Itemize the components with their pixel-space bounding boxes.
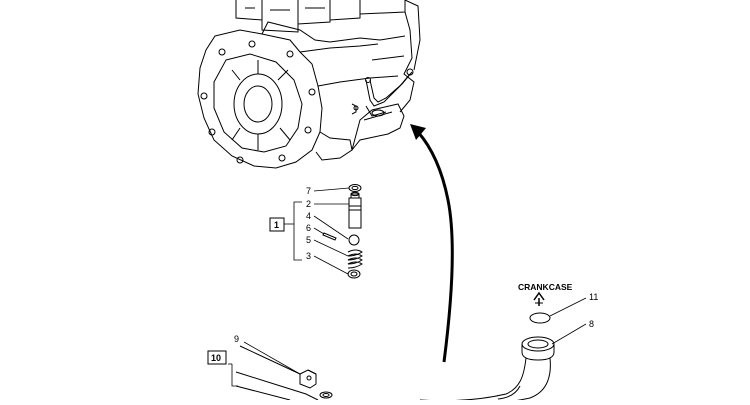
- callout-labels: 7 2 4 6 5 3 1 9 10 11 8 CRANKCASE: [207, 186, 598, 365]
- part-7-washer: [348, 184, 362, 192]
- part-3-plug: [347, 269, 361, 279]
- callout-3: 3: [306, 251, 311, 261]
- leader-lines-valve: [284, 187, 350, 275]
- leader-lines-bracket: [228, 341, 301, 387]
- callout-5: 5: [306, 235, 311, 245]
- callout-box-10: [207, 350, 227, 365]
- leader-lines-pipe: [549, 297, 587, 345]
- callout-7: 7: [306, 186, 311, 196]
- crankcase-label: CRANKCASE: [518, 282, 573, 292]
- part-9-bracket: [235, 345, 333, 401]
- part-4-ball: [348, 234, 360, 246]
- callout-box-1: [269, 217, 285, 232]
- part-5-spring: [347, 249, 363, 269]
- callout-4: 4: [306, 211, 311, 221]
- callout-9: 9: [234, 334, 239, 344]
- engine-block: [197, 0, 421, 169]
- callout-8: 8: [589, 319, 594, 329]
- part-2-valve-body: [348, 191, 362, 229]
- callout-6: 6: [306, 223, 311, 233]
- crankcase-arrow: [533, 291, 545, 306]
- flow-arrow: [410, 124, 454, 363]
- part-6-pin: [322, 232, 337, 241]
- callout-2: 2: [306, 199, 311, 209]
- callout-1: 1: [274, 220, 279, 230]
- callout-10: 10: [211, 353, 221, 363]
- part-8-suction-pipe: [419, 336, 555, 405]
- part-11-o-ring: [529, 312, 551, 324]
- callout-11: 11: [589, 292, 598, 302]
